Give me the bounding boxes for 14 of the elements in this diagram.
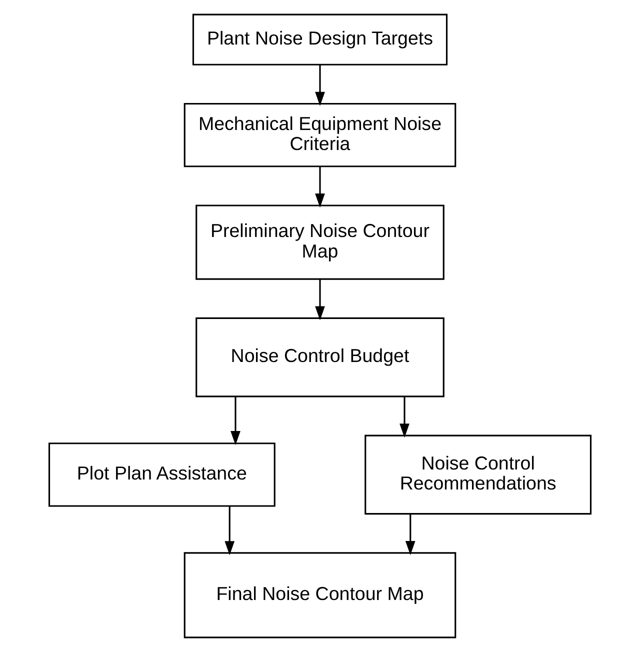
arrow [405,514,416,556]
node-box: Mechanical Equipment Noise Criteria [184,103,456,168]
arrow [224,506,235,556]
arrow [315,166,325,208]
arrow [400,397,410,438]
node-box: Plant Noise Design Targets [192,14,448,66]
arrow [230,397,240,446]
node-box: Final Noise Contour Map [184,552,456,638]
node-box: Noise Control Budget [196,317,444,398]
node-box: Preliminary Noise Contour Map [196,204,444,280]
arrow [315,64,325,106]
arrow [315,279,325,320]
node-box: Plot Plan Assistance [48,442,276,507]
node-box: Noise Control Recommendations [364,434,592,515]
